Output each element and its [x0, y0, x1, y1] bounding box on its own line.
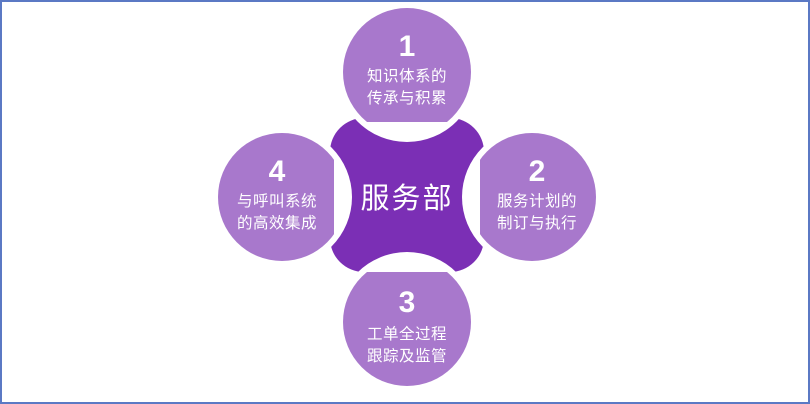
node-4-left[interactable]: 4 与呼叫系统 的高效集成	[218, 133, 346, 261]
node-4-line2: 的高效集成	[237, 214, 317, 232]
node-4-circle	[218, 133, 346, 261]
node-4-number: 4	[269, 155, 286, 188]
node-1-top[interactable]: 1 知识体系的 传承与积累	[343, 8, 471, 136]
node-2-line1: 服务计划的	[497, 192, 577, 210]
center-node[interactable]: 服务部	[330, 118, 484, 272]
node-2-circle	[468, 133, 596, 261]
node-3-line1: 工单全过程	[367, 325, 447, 343]
center-node-label: 服务部	[360, 182, 453, 215]
node-3-circle	[343, 258, 471, 386]
node-1-line2: 传承与积累	[367, 89, 447, 107]
node-3-line2: 跟踪及监管	[367, 347, 447, 365]
node-4-line1: 与呼叫系统	[237, 192, 317, 210]
node-2-right[interactable]: 2 服务计划的 制订与执行	[468, 133, 596, 261]
node-3-bottom[interactable]: 3 工单全过程 跟踪及监管	[343, 258, 471, 386]
node-3-number: 3	[399, 286, 416, 319]
node-2-number: 2	[529, 155, 546, 188]
node-2-line2: 制订与执行	[497, 214, 577, 232]
node-1-number: 1	[399, 30, 416, 63]
node-1-circle	[343, 8, 471, 136]
node-1-line1: 知识体系的	[367, 67, 447, 85]
center-node-shape	[330, 118, 484, 272]
